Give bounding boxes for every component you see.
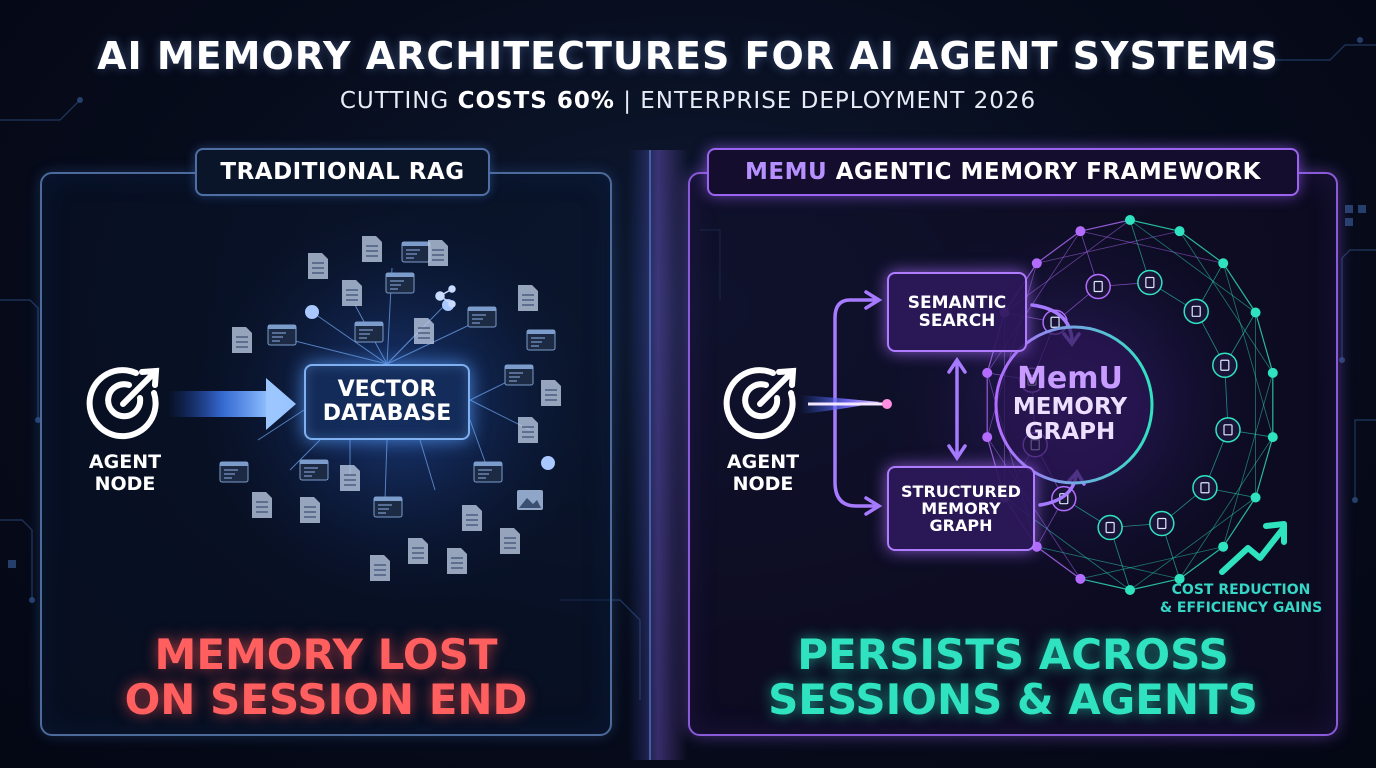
document-icon	[447, 548, 467, 574]
document-icon	[362, 236, 382, 262]
memory-node-icon	[1212, 352, 1238, 379]
code-window-icon	[504, 364, 534, 386]
memu-memory-graph-label: MemU MEMORY GRAPH	[990, 362, 1150, 446]
document-icon	[252, 492, 272, 518]
vector-db-line1: VECTOR	[337, 377, 437, 403]
code-window-icon	[467, 306, 497, 328]
memory-node-icon	[1192, 475, 1218, 501]
document-icon	[462, 505, 482, 531]
document-icon	[428, 240, 448, 266]
memory-lost-line1: MEMORY LOST	[154, 630, 498, 679]
target-arrow-icon	[86, 367, 160, 440]
document-icon	[340, 465, 360, 491]
cost-line1: COST REDUCTION	[1171, 582, 1311, 598]
document-icon-cluster	[219, 236, 561, 581]
memory-node-icon	[1137, 269, 1163, 296]
page-title: AI MEMORY ARCHITECTURES FOR AI AGENT SYS…	[97, 34, 1279, 78]
traditional-rag-tag: TRADITIONAL RAG	[195, 148, 490, 196]
vector-db-line2: DATABASE	[322, 401, 452, 426]
memory-node-icon	[1183, 298, 1209, 325]
document-icon	[518, 285, 538, 311]
code-window-icon	[267, 324, 297, 346]
structured-line1: STRUCTURED	[901, 481, 1021, 501]
memu-graph-line2: MEMORY	[1012, 394, 1128, 420]
cost-line2: & EFFICIENCY GAINS	[1159, 599, 1323, 616]
document-icon	[500, 528, 520, 554]
code-window-icon	[385, 272, 415, 294]
memu-graph-brand: MemU	[1017, 361, 1123, 396]
structured-line2: MEMORY	[921, 498, 1001, 518]
left-agent-line2: NODE	[94, 472, 156, 495]
memory-node-icon	[1051, 485, 1077, 512]
subtitle-suffix: | ENTERPRISE DEPLOYMENT 2026	[614, 88, 1037, 114]
target-arrow-icon	[723, 367, 797, 440]
persists-caption: PERSISTS ACROSS SESSIONS & AGENTS	[688, 632, 1338, 723]
semantic-line2: SEARCH	[918, 311, 996, 331]
code-window-icon	[299, 459, 329, 481]
document-icon	[342, 280, 362, 306]
code-window-icon	[473, 461, 503, 483]
memu-graph-line3: GRAPH	[1024, 419, 1116, 446]
memory-graph-ring	[994, 325, 1154, 485]
document-icon	[408, 538, 428, 564]
arrow-to-memory-graph	[800, 395, 892, 414]
document-icon	[370, 555, 390, 581]
semantic-line1: SEMANTIC	[907, 292, 1007, 313]
left-agent-line1: AGENT	[88, 451, 162, 473]
image-icon	[517, 490, 543, 510]
structured-line3: GRAPH	[929, 516, 993, 536]
memu-tag-text: AGENTIC MEMORY FRAMEWORK	[827, 159, 1261, 185]
page-subtitle: CUTTING COSTS 60% | ENTERPRISE DEPLOYMEN…	[0, 88, 1376, 114]
document-icon	[541, 380, 561, 406]
memory-lost-line2: ON SESSION END	[124, 675, 528, 725]
code-window-icon	[373, 496, 403, 518]
document-icon	[300, 497, 320, 523]
right-agent-node-label: AGENT NODE	[703, 451, 823, 496]
left-agent-node-label: AGENT NODE	[65, 451, 185, 496]
memory-node-icon	[1097, 514, 1123, 541]
trend-up-arrow-icon	[1219, 521, 1287, 575]
memory-node-icon	[1149, 510, 1175, 537]
subtitle-highlight: COSTS 60%	[457, 88, 615, 114]
right-agent-line1: AGENT	[726, 451, 800, 473]
arrow-to-vector-db	[168, 378, 296, 430]
share-icon	[435, 285, 456, 308]
memory-node-icon	[1085, 273, 1111, 300]
right-agent-line2: NODE	[732, 472, 794, 495]
subtitle-prefix: CUTTING	[339, 88, 458, 114]
memu-framework-tag: MEMU AGENTIC MEMORY FRAMEWORK	[707, 148, 1299, 196]
persists-line1: PERSISTS ACROSS	[797, 630, 1229, 679]
cost-reduction-label: COST REDUCTION & EFFICIENCY GAINS	[1146, 582, 1336, 617]
code-window-icon	[526, 329, 556, 351]
memory-node-icon	[1215, 417, 1241, 443]
memu-brand-text: MEMU	[745, 159, 828, 185]
code-window-icon	[354, 321, 384, 343]
memory-lost-caption: MEMORY LOST ON SESSION END	[40, 632, 612, 723]
code-window-icon	[219, 461, 249, 483]
document-icon	[232, 327, 252, 353]
code-window-icon	[401, 241, 431, 263]
document-icon	[518, 417, 538, 443]
persists-line2: SESSIONS & AGENTS	[768, 675, 1258, 725]
document-icon	[414, 318, 434, 344]
document-icon	[308, 253, 328, 279]
